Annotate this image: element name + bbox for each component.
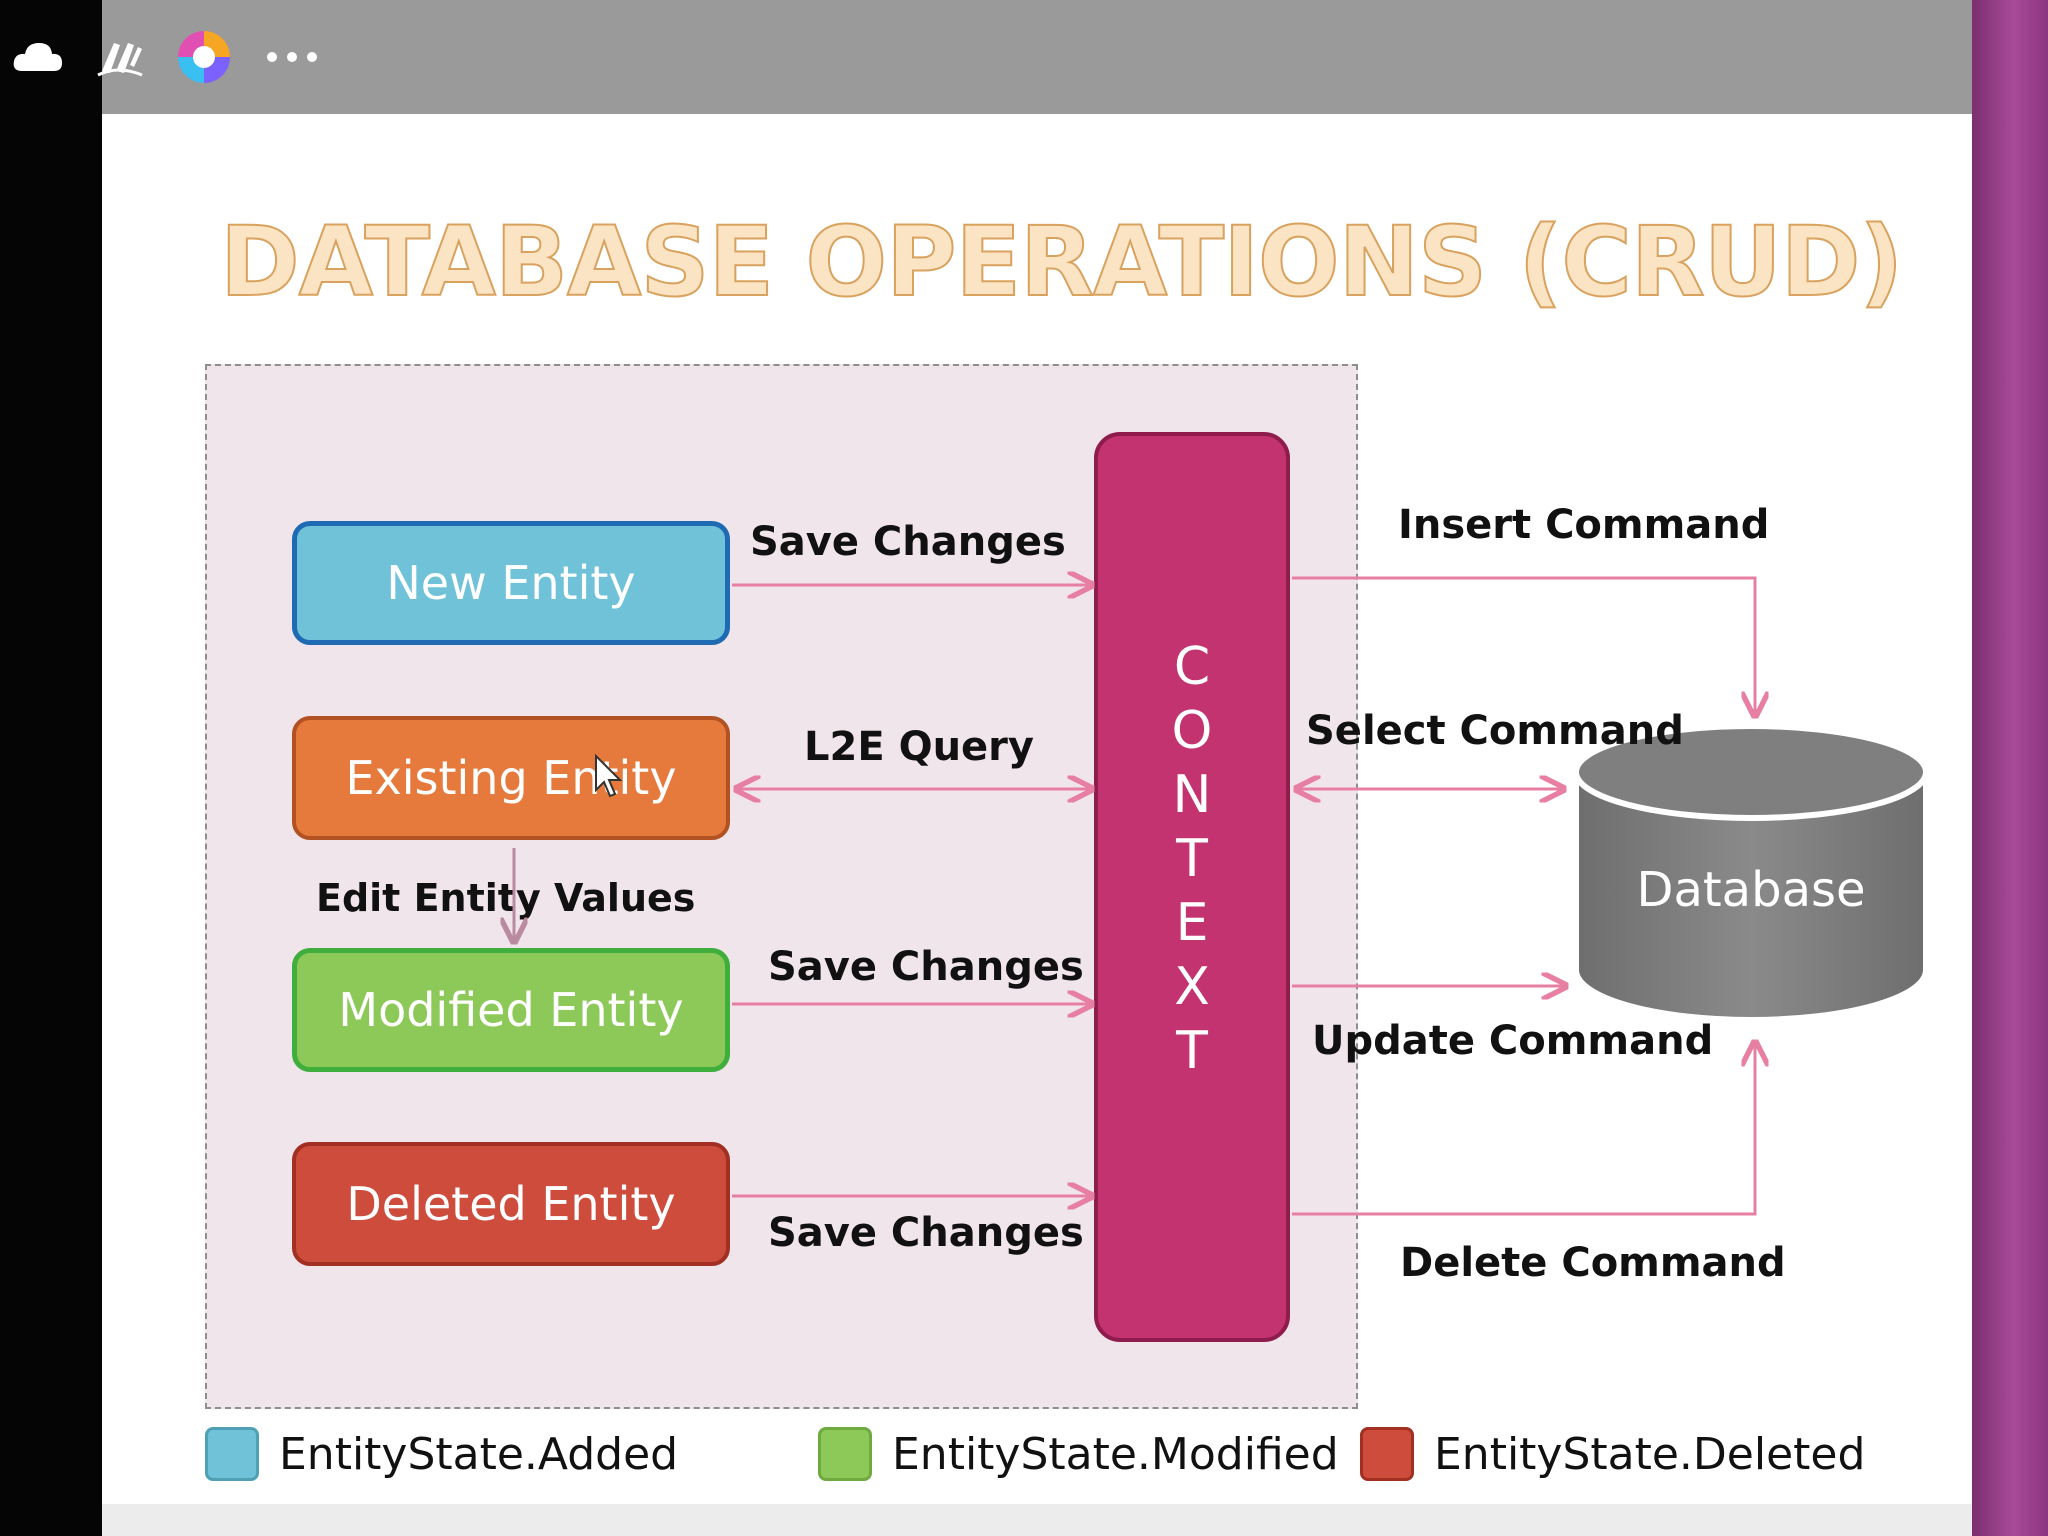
system-tray: [0, 0, 322, 114]
delete-command-label: Delete Command: [1400, 1240, 1786, 1286]
context-letter: T: [1176, 1021, 1208, 1081]
context-letter: C: [1173, 637, 1211, 697]
modified-entity-label: Modified Entity: [338, 983, 684, 1037]
context-letter: N: [1172, 765, 1212, 825]
context-letter: E: [1175, 893, 1209, 953]
left-black-bar: [0, 0, 102, 1536]
colorful-app-icon[interactable]: [176, 29, 232, 85]
select-command-label: Select Command: [1306, 708, 1684, 754]
context-letter: X: [1174, 957, 1210, 1017]
legend-modified: EntityState.Modified: [818, 1424, 1339, 1484]
database-label: Database: [1636, 862, 1865, 918]
update-command-label: Update Command: [1312, 1018, 1714, 1064]
deleted-entity-box: Deleted Entity: [292, 1142, 730, 1266]
more-icon[interactable]: [262, 47, 322, 67]
context-box: C O N T E X T: [1094, 432, 1290, 1342]
legend-swatch-added: [205, 1427, 259, 1481]
l2e-query-label: L2E Query: [804, 724, 1034, 770]
right-purple-bar: [1972, 0, 2048, 1536]
legend-deleted: EntityState.Deleted: [1360, 1424, 1865, 1484]
legend-swatch-deleted: [1360, 1427, 1414, 1481]
bottom-strip: [102, 1504, 1972, 1536]
legend-label-deleted: EntityState.Deleted: [1434, 1428, 1866, 1480]
existing-entity-label: Existing Entity: [345, 751, 677, 805]
top-toolbar: [102, 0, 1972, 114]
legend-label-modified: EntityState.Modified: [892, 1428, 1339, 1480]
stylus-icon[interactable]: [94, 35, 146, 79]
edit-entity-values-label: Edit Entity Values: [316, 876, 696, 920]
database-cylinder: Database: [1573, 723, 1929, 1023]
save-changes-deleted-label: Save Changes: [768, 1210, 1084, 1256]
context-letter: O: [1171, 701, 1213, 761]
new-entity-label: New Entity: [386, 556, 636, 610]
insert-command-label: Insert Command: [1398, 502, 1770, 548]
modified-entity-box: Modified Entity: [292, 948, 730, 1072]
legend-swatch-modified: [818, 1427, 872, 1481]
existing-entity-box: Existing Entity: [292, 716, 730, 840]
new-entity-box: New Entity: [292, 521, 730, 645]
cloud-icon[interactable]: [12, 39, 64, 75]
presentation-slide: DATABASE OPERATIONS (CRUD) New Entity Ex…: [102, 114, 1972, 1504]
save-changes-new-label: Save Changes: [750, 519, 1066, 565]
save-changes-modified-label: Save Changes: [768, 944, 1084, 990]
deleted-entity-label: Deleted Entity: [346, 1177, 676, 1231]
legend-label-added: EntityState.Added: [279, 1428, 679, 1480]
context-letter: T: [1176, 829, 1208, 889]
legend-added: EntityState.Added: [205, 1424, 678, 1484]
slide-title: DATABASE OPERATIONS (CRUD): [219, 205, 1904, 319]
